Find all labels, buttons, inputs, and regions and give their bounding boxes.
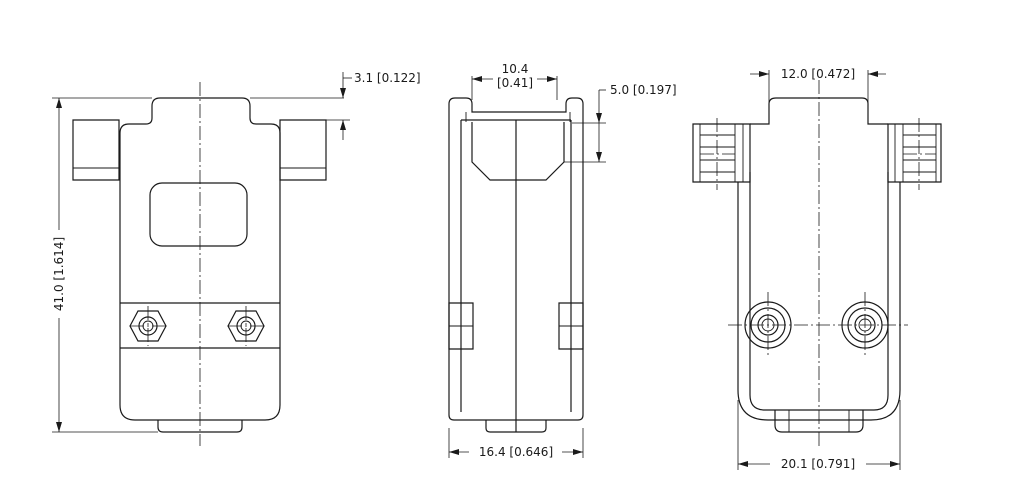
dim-neck-width: 12.0 [0.472]	[781, 67, 855, 81]
dim-overall-width: 20.1 [0.791]	[781, 457, 855, 471]
dim-slot-width: 10.4	[502, 62, 529, 76]
section-view: 12.0 [0.472] 20.1 [0.791]	[693, 67, 941, 471]
front-body-outline	[120, 98, 280, 420]
dim-flange-offset: 3.1 [0.122]	[354, 71, 421, 85]
dim-body-width: 16.4 [0.646]	[479, 445, 553, 459]
dim-slot-width-inch: [0.41]	[497, 76, 533, 90]
side-view: 10.4 [0.41] 5.0 [0.197] 16.4 [0.646]	[449, 62, 677, 459]
left-flange	[73, 120, 119, 180]
front-view: 41.0 [1.614] 3.1 [0.122]	[52, 71, 421, 446]
dim-slot-depth: 5.0 [0.197]	[610, 83, 677, 97]
section-left-flange	[693, 124, 750, 182]
cable-clamp-profile	[472, 122, 564, 180]
cable-window	[150, 183, 247, 246]
section-inner-shell	[750, 172, 888, 410]
dim-side-height: 41.0 [1.614]	[52, 237, 66, 311]
section-outer-shell	[738, 182, 900, 420]
right-flange	[280, 120, 326, 180]
section-right-flange	[888, 124, 941, 182]
